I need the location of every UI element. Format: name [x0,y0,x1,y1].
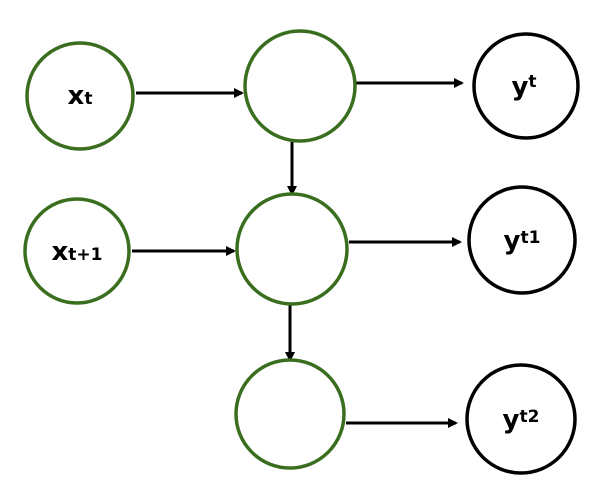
hidden-node-1 [243,29,357,143]
svg-text:yt2: yt2 [503,405,540,435]
input-node-1-sub-label: t [84,89,92,109]
output-node-2-sub-label: t1 [520,228,540,248]
output-node-3-main-label: y [503,405,520,435]
input-node-2: xt+1 [23,197,131,305]
hidden-node-2 [235,192,349,306]
output-node-2-main-label: y [504,226,521,256]
svg-text:xt: xt [68,81,93,111]
output-node-1: yt [472,32,580,140]
input-node-1: xt [25,41,135,151]
svg-text:yt1: yt1 [504,226,541,256]
input-node-2-main-label: x [52,237,69,267]
input-node-2-sub-label: t+1 [68,245,102,265]
input-node-1-main-label: x [68,81,85,111]
svg-text:yt: yt [511,72,536,102]
output-node-1-main-label: y [511,72,528,102]
svg-text:xt+1: xt+1 [52,237,103,267]
output-node-2: yt1 [467,185,577,295]
output-node-3-sub-label: t2 [519,407,539,427]
hidden-node-3 [234,358,346,470]
output-node-1-sub-label: t [528,72,536,92]
output-node-3: yt2 [465,363,577,475]
